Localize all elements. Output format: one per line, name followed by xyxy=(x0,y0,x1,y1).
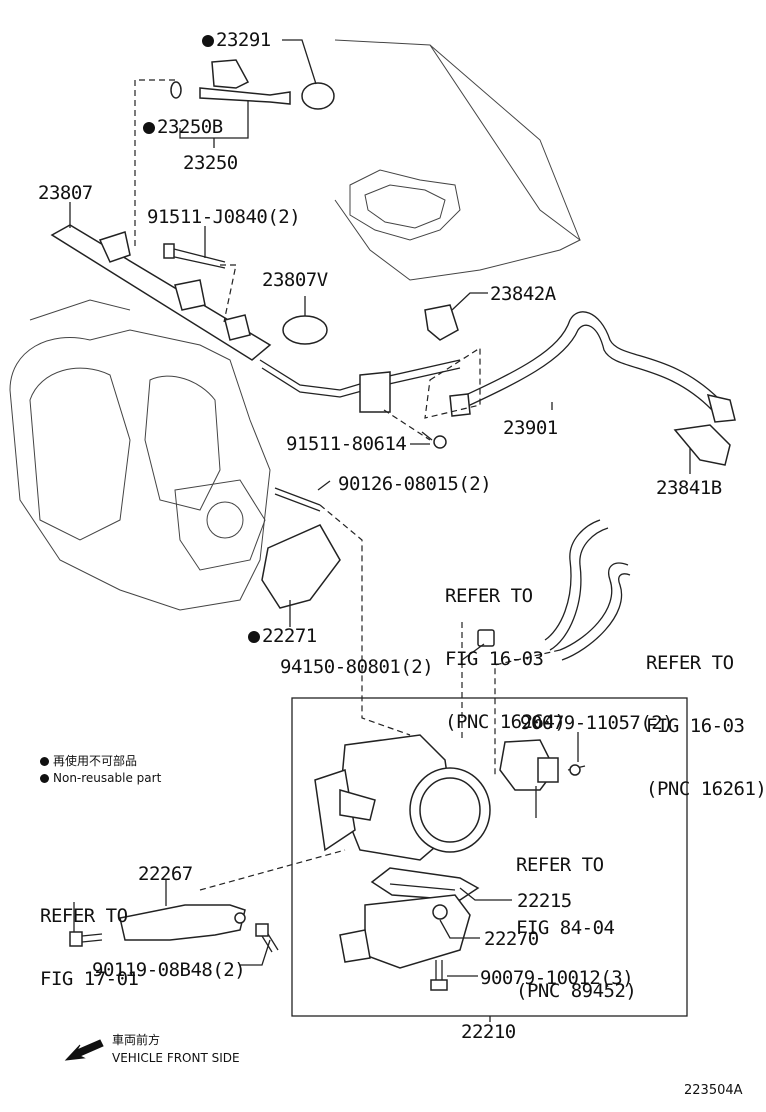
engine-cover-outline xyxy=(334,39,581,281)
fuel-hose xyxy=(449,311,736,423)
water-bypass-hoses xyxy=(544,519,631,661)
label-23250b: 23250B xyxy=(143,117,223,137)
leader-lines xyxy=(69,39,691,1022)
clip-23842a xyxy=(424,304,459,341)
label-91511-j0840: 91511-J0840(2) xyxy=(147,206,301,228)
gasket-22271 xyxy=(261,524,341,609)
direction-en: VEHICLE FRONT SIDE xyxy=(112,1051,240,1065)
fuel-rail xyxy=(50,224,272,361)
label-22271: 22271 xyxy=(248,626,317,646)
refer-line2: FIG 84-04 xyxy=(516,917,615,939)
label-22210: 22210 xyxy=(461,1021,516,1043)
refer-line1: REFER TO xyxy=(40,905,128,927)
legend-non-reusable-jp: 再使用不可部品 xyxy=(40,754,137,768)
fuel-pipe xyxy=(259,359,461,413)
refer-fig-16-03-b[interactable]: REFER TO FIG 16-03 (PNC 16261) xyxy=(646,611,766,821)
fuel-injector xyxy=(170,59,335,110)
refer-pnc: (PNC 16261) xyxy=(646,778,766,800)
label-23841b: 23841B xyxy=(656,477,722,499)
label-91511-80614: 91511-80614 xyxy=(286,433,407,455)
label-22270: 22270 xyxy=(484,928,539,950)
nut-94150 xyxy=(477,629,495,647)
refer-line1: REFER TO xyxy=(646,652,734,674)
legend-dot-icon xyxy=(40,774,49,783)
bolt-90119 xyxy=(255,923,279,953)
bolt-90079-10012 xyxy=(430,960,448,991)
damper-23807v xyxy=(282,315,328,345)
dashed-guide-lines xyxy=(134,79,561,891)
legend-dot-icon xyxy=(40,757,49,766)
label-90079-11057: 90079-11057(2) xyxy=(520,712,674,734)
non-reusable-dot-icon xyxy=(202,34,214,47)
refer-fig-17-01[interactable]: REFER TO FIG 17-01 xyxy=(40,864,139,1011)
label-22215: 22215 xyxy=(517,890,572,912)
label-90119-08b48: 90119-08B48(2) xyxy=(92,959,246,981)
label-23807v: 23807V xyxy=(262,269,328,291)
label-90126-08015: 90126-08015(2) xyxy=(338,473,492,495)
refer-line1: REFER TO xyxy=(445,585,533,607)
intake-manifold-outline xyxy=(9,299,271,611)
vehicle-front-arrow-icon xyxy=(64,1039,104,1061)
bolt-91511-j0840 xyxy=(163,243,226,269)
refer-line2: FIG 16-03 xyxy=(445,648,544,670)
label-23807: 23807 xyxy=(38,182,93,204)
label-23842a: 23842A xyxy=(490,283,556,305)
non-reusable-dot-icon xyxy=(143,121,155,134)
bolt-91511-80614 xyxy=(421,431,447,449)
throttle-body xyxy=(314,734,491,861)
label-23250: 23250 xyxy=(183,152,238,174)
label-22267: 22267 xyxy=(138,863,193,885)
label-23901: 23901 xyxy=(503,417,558,439)
label-23291: 23291 xyxy=(202,30,271,50)
bracket-hole-icon xyxy=(234,912,246,924)
refer-pnc: (PNC 89452) xyxy=(516,980,637,1002)
refer-fig-16-03-a[interactable]: REFER TO FIG 16-03 (PNC 16264) xyxy=(445,544,566,754)
refer-fig-84-04[interactable]: REFER TO FIG 84-04 (PNC 89452) xyxy=(516,813,637,1023)
refer-line2: FIG 16-03 xyxy=(646,715,745,737)
legend-non-reusable-en: Non-reusable part xyxy=(40,771,161,785)
refer-line1: REFER TO xyxy=(516,854,604,876)
direction-jp: 車両前方 xyxy=(112,1033,161,1047)
refer-line2: FIG 17-01 xyxy=(40,968,139,990)
non-reusable-dot-icon xyxy=(248,630,260,643)
throttle-sensor xyxy=(499,739,586,791)
label-94150-80801: 94150-80801(2) xyxy=(280,656,434,678)
gasket-22215 xyxy=(370,867,480,901)
label-90079-10012: 90079-10012(3) xyxy=(480,967,634,989)
stud-90126 xyxy=(274,487,321,512)
bolt-17-01 xyxy=(69,931,103,947)
clip-23841b xyxy=(673,424,731,466)
idle-speed-control-valve xyxy=(339,894,471,969)
bracket-22267 xyxy=(119,904,246,941)
figure-code: 223504A xyxy=(684,1083,743,1098)
refer-pnc: (PNC 16264) xyxy=(445,711,566,733)
